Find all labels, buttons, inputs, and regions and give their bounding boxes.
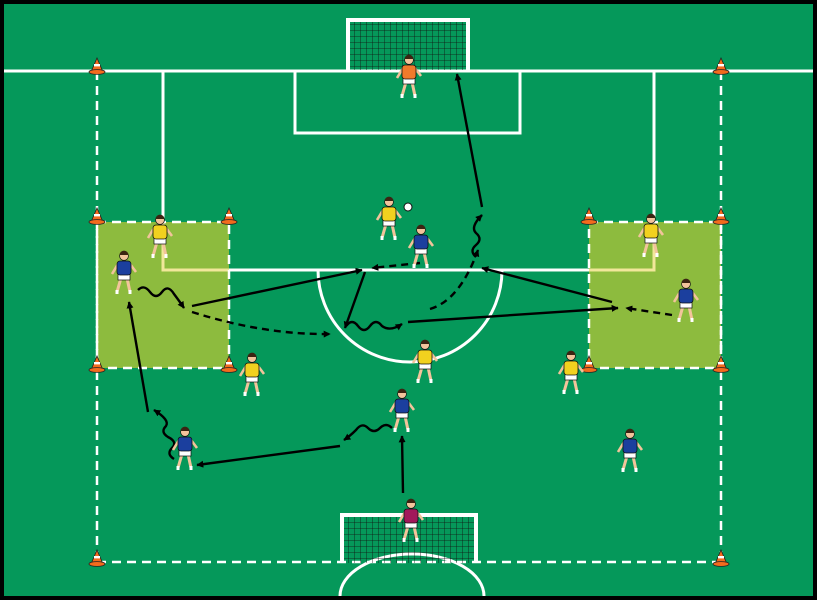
traffic-cone-icon bbox=[580, 354, 598, 373]
pass-arrow bbox=[196, 444, 341, 468]
soccer-player-icon bbox=[557, 350, 585, 394]
dribble-arrow bbox=[137, 286, 185, 309]
traffic-cone-icon bbox=[88, 548, 106, 567]
traffic-cone-icon bbox=[712, 56, 730, 75]
soccer-player-icon bbox=[238, 352, 266, 396]
soccer-player-icon bbox=[411, 339, 439, 383]
soccer-player-icon bbox=[616, 428, 644, 472]
soccer-player-icon bbox=[407, 224, 435, 268]
traffic-cone-icon bbox=[220, 354, 238, 373]
traffic-cone-icon bbox=[712, 548, 730, 567]
player-attacker bbox=[637, 213, 665, 257]
player-attacker bbox=[146, 214, 174, 258]
player-defender bbox=[171, 426, 199, 470]
soccer-ball-icon bbox=[403, 202, 413, 212]
shot-arrow bbox=[454, 73, 484, 208]
soccer-player-icon bbox=[171, 426, 199, 470]
player-attacker bbox=[238, 352, 266, 396]
pass-arrow bbox=[481, 266, 613, 304]
traffic-cone-icon bbox=[712, 206, 730, 225]
traffic-cone-icon bbox=[88, 206, 106, 225]
pass-arrow bbox=[407, 304, 619, 324]
player-defender bbox=[388, 388, 416, 432]
traffic-cone-icon bbox=[580, 206, 598, 225]
soccer-player-icon bbox=[146, 214, 174, 258]
cones bbox=[88, 56, 730, 567]
player-goalkeeper bbox=[395, 54, 423, 98]
soccer-player-icon bbox=[672, 278, 700, 322]
dribble-arrow bbox=[343, 423, 393, 441]
player-goalkeeper bbox=[397, 498, 425, 542]
player-defender bbox=[616, 428, 644, 472]
soccer-player-icon bbox=[397, 498, 425, 542]
dribble-arrow bbox=[471, 214, 483, 258]
goal-area bbox=[293, 71, 522, 135]
player-defender bbox=[407, 224, 435, 268]
run-arrow-dashed bbox=[429, 249, 480, 311]
soccer-player-icon bbox=[388, 388, 416, 432]
player-attacker bbox=[557, 350, 585, 394]
pass-arrow bbox=[343, 271, 367, 329]
penalty-arc bbox=[316, 269, 504, 364]
pass-arrow bbox=[191, 267, 363, 308]
soccer-player-icon bbox=[375, 196, 403, 240]
soccer-player-icon bbox=[110, 250, 138, 294]
players bbox=[110, 54, 700, 542]
traffic-cone-icon bbox=[88, 354, 106, 373]
player-attacker bbox=[375, 196, 403, 240]
player-defender bbox=[672, 278, 700, 322]
soccer-player-icon bbox=[637, 213, 665, 257]
pass-arrow bbox=[398, 435, 406, 494]
pass-arrow bbox=[126, 301, 150, 413]
penalty-area bbox=[161, 71, 656, 272]
run-arrow-dashed bbox=[371, 261, 421, 271]
drill-arrows bbox=[126, 73, 673, 494]
traffic-cone-icon bbox=[88, 56, 106, 75]
traffic-cone-icon bbox=[220, 206, 238, 225]
player-defender bbox=[110, 250, 138, 294]
player-attacker bbox=[411, 339, 439, 383]
run-arrow-dashed bbox=[191, 310, 331, 338]
run-arrow-dashed bbox=[625, 305, 673, 317]
traffic-cone-icon bbox=[712, 354, 730, 373]
soccer-player-icon bbox=[395, 54, 423, 98]
goal-frame bbox=[346, 18, 470, 70]
dribble-arrow bbox=[345, 320, 403, 332]
dribble-arrow bbox=[153, 408, 176, 461]
